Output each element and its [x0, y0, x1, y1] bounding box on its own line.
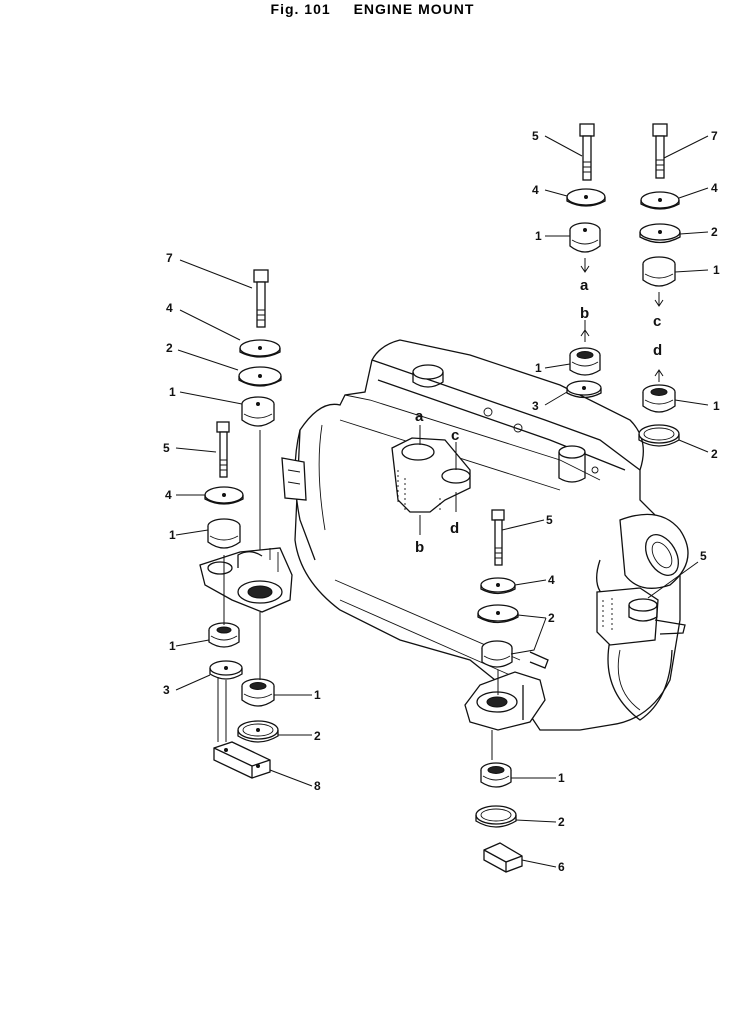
- cushion-1-top-b: [569, 347, 601, 376]
- callout-1-top-c: 1: [713, 263, 720, 277]
- bolt-5-center: [491, 509, 505, 566]
- callout-5-left: 5: [163, 441, 170, 455]
- callout-2-top-b: 2: [711, 225, 718, 239]
- callout-1-left-mid: 1: [169, 528, 176, 542]
- callout-2-center: 2: [548, 611, 555, 625]
- engine-bracket: [391, 437, 471, 513]
- spacer-3-top: [566, 380, 602, 399]
- callout-4-center: 4: [548, 573, 555, 587]
- cushion-1-top-c: [642, 256, 676, 287]
- ref-c-top: c: [653, 313, 661, 330]
- plate-2-left-bottom: [237, 720, 279, 743]
- callout-8: 8: [314, 779, 321, 793]
- callout-2-left: 2: [166, 341, 173, 355]
- bolt-7-top: [652, 123, 668, 179]
- cushion-1-top-d: [642, 384, 676, 413]
- ref-c-bracket: c: [451, 427, 459, 444]
- callout-1-center-low: 1: [558, 771, 565, 785]
- ref-d-bracket: d: [450, 520, 459, 537]
- bolt-7-left: [253, 269, 269, 328]
- ref-a-bracket: a: [415, 408, 424, 425]
- callout-1-left-low: 1: [169, 639, 176, 653]
- right-mount-bracket: [464, 671, 546, 731]
- callout-1-top-a: 1: [535, 229, 542, 243]
- callout-3-left: 3: [163, 683, 170, 697]
- plate-2-left: [238, 366, 282, 387]
- callout-1-top-d: 1: [713, 399, 720, 413]
- left-stack-axis: [217, 430, 261, 742]
- callout-4-top-b: 4: [711, 181, 718, 195]
- stopper-8: [213, 741, 271, 779]
- arrow-a-top: [580, 260, 590, 273]
- callout-3-top: 3: [532, 399, 539, 413]
- callout-4-left: 4: [166, 301, 173, 315]
- page-title: Fig. 101 ENGINE MOUNT: [0, 0, 745, 22]
- engine-block: [281, 339, 689, 731]
- callout-2-center-low: 2: [558, 815, 565, 829]
- cushion-1-left-top: [241, 396, 275, 427]
- figure-number: Fig. 101: [270, 1, 331, 17]
- callout-2-left-bottom: 2: [314, 729, 321, 743]
- callout-1-left: 1: [169, 385, 176, 399]
- callout-7-left: 7: [166, 251, 173, 265]
- washer-4-center: [480, 577, 516, 595]
- cushion-1-left-low: [208, 622, 240, 648]
- cushion-1-left-mid: [207, 518, 241, 549]
- washer-4-left: [239, 339, 281, 358]
- ref-b-top: b: [580, 305, 589, 322]
- callout-1-top-b: 1: [535, 361, 542, 375]
- ref-b-bracket: b: [415, 539, 424, 556]
- bolt-5-left: [216, 421, 230, 478]
- plate-2-top-d: [638, 424, 680, 447]
- center-stack-axis: [491, 670, 499, 760]
- left-mount-bracket: [199, 547, 293, 613]
- reference-letters: a b c d a c b d: [415, 277, 662, 556]
- washer-4-left-mid: [204, 486, 244, 505]
- plate-2-top-b: [639, 223, 681, 244]
- cushion-1-top-a: [569, 222, 601, 253]
- callout-4-top-a: 4: [532, 183, 539, 197]
- callout-7-top: 7: [711, 129, 718, 143]
- cushion-1-center-low: [480, 762, 512, 788]
- callout-4-left-mid: 4: [165, 488, 172, 502]
- callout-1-left-bottom: 1: [314, 688, 321, 702]
- callout-2-top-d: 2: [711, 447, 718, 461]
- callout-5-center: 5: [546, 513, 553, 527]
- washer-4-top-a: [566, 188, 606, 207]
- plate-2-center-low: [475, 805, 517, 828]
- cushion-1-center: [481, 640, 513, 668]
- arrow-c-top: [654, 292, 664, 307]
- ref-a-top: a: [580, 277, 589, 294]
- figure-title: ENGINE MOUNT: [353, 1, 475, 17]
- callout-labels: 7 4 2 1 5 4 1 1 3 1 2 8 5 4 2 1 2 6 5 4 …: [163, 129, 720, 874]
- spacer-3-left: [209, 660, 243, 680]
- leader-lines: [175, 135, 709, 868]
- callout-5-top: 5: [532, 129, 539, 143]
- washer-4-top-b: [640, 191, 680, 210]
- callout-5-right: 5: [700, 549, 707, 563]
- ref-d-top: d: [653, 342, 662, 359]
- bolt-5-top: [579, 123, 595, 181]
- callout-6: 6: [558, 860, 565, 874]
- cushion-1-left-bottom: [241, 678, 275, 707]
- arrow-b-top: [580, 329, 590, 342]
- stopper-6: [483, 842, 523, 873]
- arrow-d-top: [654, 369, 664, 382]
- plate-2-center: [477, 604, 519, 624]
